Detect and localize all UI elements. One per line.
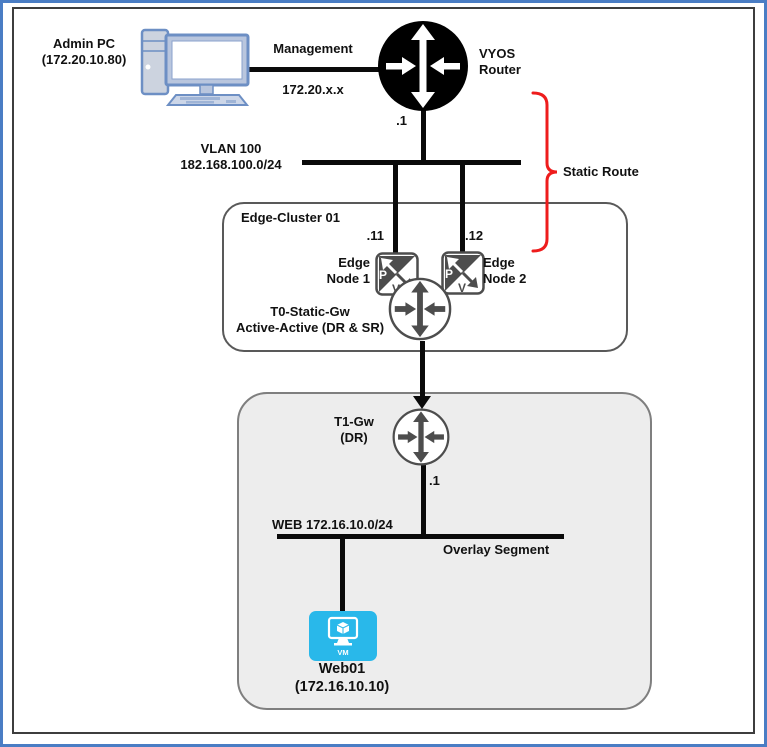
management-link-label: Management (273, 41, 353, 56)
t0-gateway-label: T0-Static-Gw Active-Active (DR & SR) (235, 304, 385, 335)
vm-ip-label: (172.16.10.10) (294, 679, 390, 695)
vlan-to-edge-node2-line (460, 163, 465, 256)
t1-gateway-icon (392, 408, 450, 466)
vyos-router-label: VYOS Router (479, 46, 521, 77)
edge-node1-label: Edge Node 1 (326, 255, 370, 286)
t1-gateway-label: T1-Gw (DR) (334, 414, 374, 445)
management-link-line (247, 67, 379, 72)
vm-name-label: Web01 (318, 661, 366, 677)
vyos-router-icon (378, 21, 468, 111)
edge-cluster-title: Edge-Cluster 01 (241, 210, 340, 225)
inner-black-border (12, 7, 755, 734)
edge-node2-label: Edge Node 2 (483, 255, 527, 286)
static-route-brace (531, 91, 558, 253)
t0-gateway-icon (388, 277, 452, 341)
vlan-to-edge-node1-line (393, 163, 398, 256)
t0-to-t1-arrowhead (413, 396, 431, 409)
admin-pc-icon (140, 28, 250, 106)
overlay-segment-line (277, 534, 564, 539)
admin-pc-label: Admin PC (172.20.10.80) (41, 36, 127, 67)
management-subnet-label: 172.20.x.x (282, 82, 344, 97)
static-route-label: Static Route (563, 164, 639, 179)
web01-vm-icon: VM (309, 611, 377, 661)
web-segment-label: WEB 172.16.10.0/24 (272, 517, 393, 532)
vlan-100-segment-line (302, 160, 521, 165)
t0-to-t1-line (420, 341, 425, 398)
segment-to-vm-line (340, 537, 345, 612)
edge-node2-icon: P V (441, 251, 485, 295)
edge-node1-p-label: P (379, 268, 387, 282)
vm-badge-label: VM (337, 648, 348, 657)
t1-to-segment-line (421, 465, 426, 537)
overlay-segment-label: Overlay Segment (443, 542, 550, 557)
vyos-interface-ip-label: .1 (396, 113, 407, 128)
edge-node2-p-label: P (445, 267, 453, 281)
vlan-100-label: VLAN 100 182.168.100.0/24 (180, 141, 282, 172)
edge-node2-v-label: V (458, 281, 466, 295)
edge-node2-ip-label: .12 (465, 228, 484, 243)
t1-interface-ip-label: .1 (429, 473, 440, 488)
edge-node1-ip-label: .11 (366, 228, 384, 243)
vyos-to-vlan-line (421, 108, 426, 163)
